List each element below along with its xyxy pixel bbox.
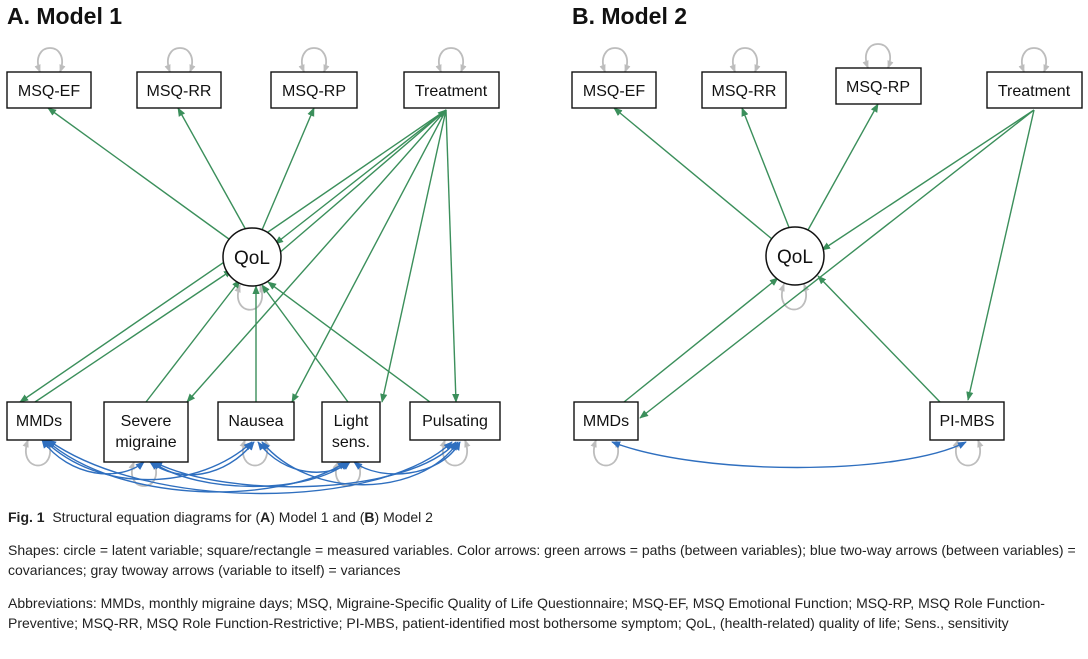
variance-loop	[778, 283, 810, 311]
node-label: Nausea	[228, 413, 283, 430]
node-nausea: Nausea	[217, 401, 295, 441]
node-qol-latent: QoL	[222, 227, 282, 287]
node-msq-rp: MSQ-RP	[270, 71, 358, 109]
path-arrow	[267, 281, 431, 403]
node-label: MSQ-RP	[282, 83, 346, 100]
node-msq-rr: MSQ-RR	[701, 71, 787, 109]
panel-a-covariances	[41, 439, 461, 495]
node-label: MSQ-EF	[18, 83, 80, 100]
path-arrow	[274, 109, 447, 245]
path-arrow	[639, 109, 1035, 419]
path-arrow	[380, 109, 447, 403]
sem-diagram: A. Model 1	[6, 3, 1083, 495]
node-msq-rp: MSQ-RP	[835, 67, 922, 105]
node-label: MSQ-RR	[712, 83, 777, 100]
node-label: Pulsating	[422, 413, 488, 430]
node-label: MMDs	[16, 413, 62, 430]
node-label: Treatment	[415, 83, 488, 100]
panel-b: B. Model 2 MSQ-EF	[571, 3, 1083, 469]
caption-text: ) Model 1 and (	[270, 509, 365, 525]
node-label: MSQ-RP	[846, 79, 910, 96]
panel-a-paths	[19, 107, 460, 403]
covariance-arrow	[257, 441, 351, 473]
node-label: sens.	[332, 434, 370, 451]
node-label: MSQ-RR	[147, 83, 212, 100]
node-label: Light	[334, 413, 369, 430]
path-arrow	[47, 107, 234, 243]
node-severe-migraine: Severe migraine	[103, 401, 189, 463]
path-arrow	[177, 107, 247, 231]
variance-loop	[128, 461, 160, 487]
path-arrow	[261, 107, 315, 231]
node-treatment: Treatment	[986, 71, 1083, 109]
path-arrow	[741, 107, 791, 231]
variance-loop	[22, 439, 54, 467]
covariance-arrow	[353, 441, 461, 475]
panel-a: A. Model 1	[6, 3, 501, 495]
variance-loop	[435, 47, 467, 73]
node-mmds: MMDs	[6, 401, 72, 441]
path-arrow	[613, 107, 779, 245]
node-label: QoL	[777, 247, 813, 268]
caption-text: B	[364, 509, 375, 525]
covariance-arrow	[151, 461, 349, 487]
node-msq-rr: MSQ-RR	[136, 71, 222, 109]
path-arrow	[186, 109, 447, 403]
node-label: MMDs	[583, 413, 629, 430]
path-arrow	[145, 279, 241, 403]
node-qol-latent: QoL	[765, 226, 825, 286]
path-arrow	[821, 109, 1035, 251]
panel-a-title: A. Model 1	[7, 3, 122, 29]
node-mmds: MMDs	[573, 401, 639, 441]
path-arrow	[291, 109, 447, 403]
variance-loop	[952, 439, 984, 467]
node-label: PI-MBS	[939, 413, 994, 430]
path-arrow	[623, 277, 779, 403]
covariance-arrow	[45, 439, 347, 493]
node-light-sens: Light sens.	[321, 401, 381, 463]
node-msq-ef: MSQ-EF	[571, 71, 657, 109]
figure-caption-shapes: Shapes: circle = latent variable; square…	[8, 542, 1076, 578]
variance-loop	[298, 47, 330, 73]
path-arrow	[445, 109, 460, 403]
node-label: migraine	[115, 434, 176, 451]
node-label: Treatment	[998, 83, 1071, 100]
variance-loop	[590, 439, 622, 467]
node-label: Severe	[121, 413, 172, 430]
node-pi-mbs: PI-MBS	[929, 401, 1005, 441]
variance-loop	[164, 47, 196, 73]
figure-caption-title: Fig. 1 Structural equation diagrams for …	[8, 507, 433, 527]
figure-caption-abbreviations: Abbreviations: MMDs, monthly migraine da…	[8, 595, 1045, 631]
variance-loop	[234, 284, 266, 311]
path-arrow	[817, 275, 941, 403]
path-arrow	[966, 109, 1035, 401]
caption-text: Structural equation diagrams for (	[52, 509, 261, 525]
variance-loop	[599, 47, 631, 73]
variance-loop	[34, 47, 66, 73]
variance-loop	[862, 43, 894, 69]
caption-text: ) Model 2	[374, 509, 433, 525]
path-arrow	[34, 269, 233, 403]
node-pulsating: Pulsating	[409, 401, 501, 441]
path-arrow	[807, 103, 879, 231]
figure-label: Fig. 1	[8, 509, 45, 525]
path-arrow	[277, 109, 447, 255]
node-treatment: Treatment	[403, 71, 500, 109]
node-msq-ef: MSQ-EF	[6, 71, 92, 109]
variance-loop	[729, 47, 761, 73]
variance-loop	[1018, 47, 1050, 73]
path-arrow	[261, 284, 349, 403]
node-label: MSQ-EF	[583, 83, 645, 100]
caption-text: A	[260, 509, 271, 525]
panel-b-variances	[590, 43, 1050, 467]
covariance-arrow	[611, 441, 967, 469]
panel-b-title: B. Model 2	[572, 3, 687, 29]
panel-b-paths	[613, 103, 1035, 419]
node-label: QoL	[234, 248, 270, 269]
